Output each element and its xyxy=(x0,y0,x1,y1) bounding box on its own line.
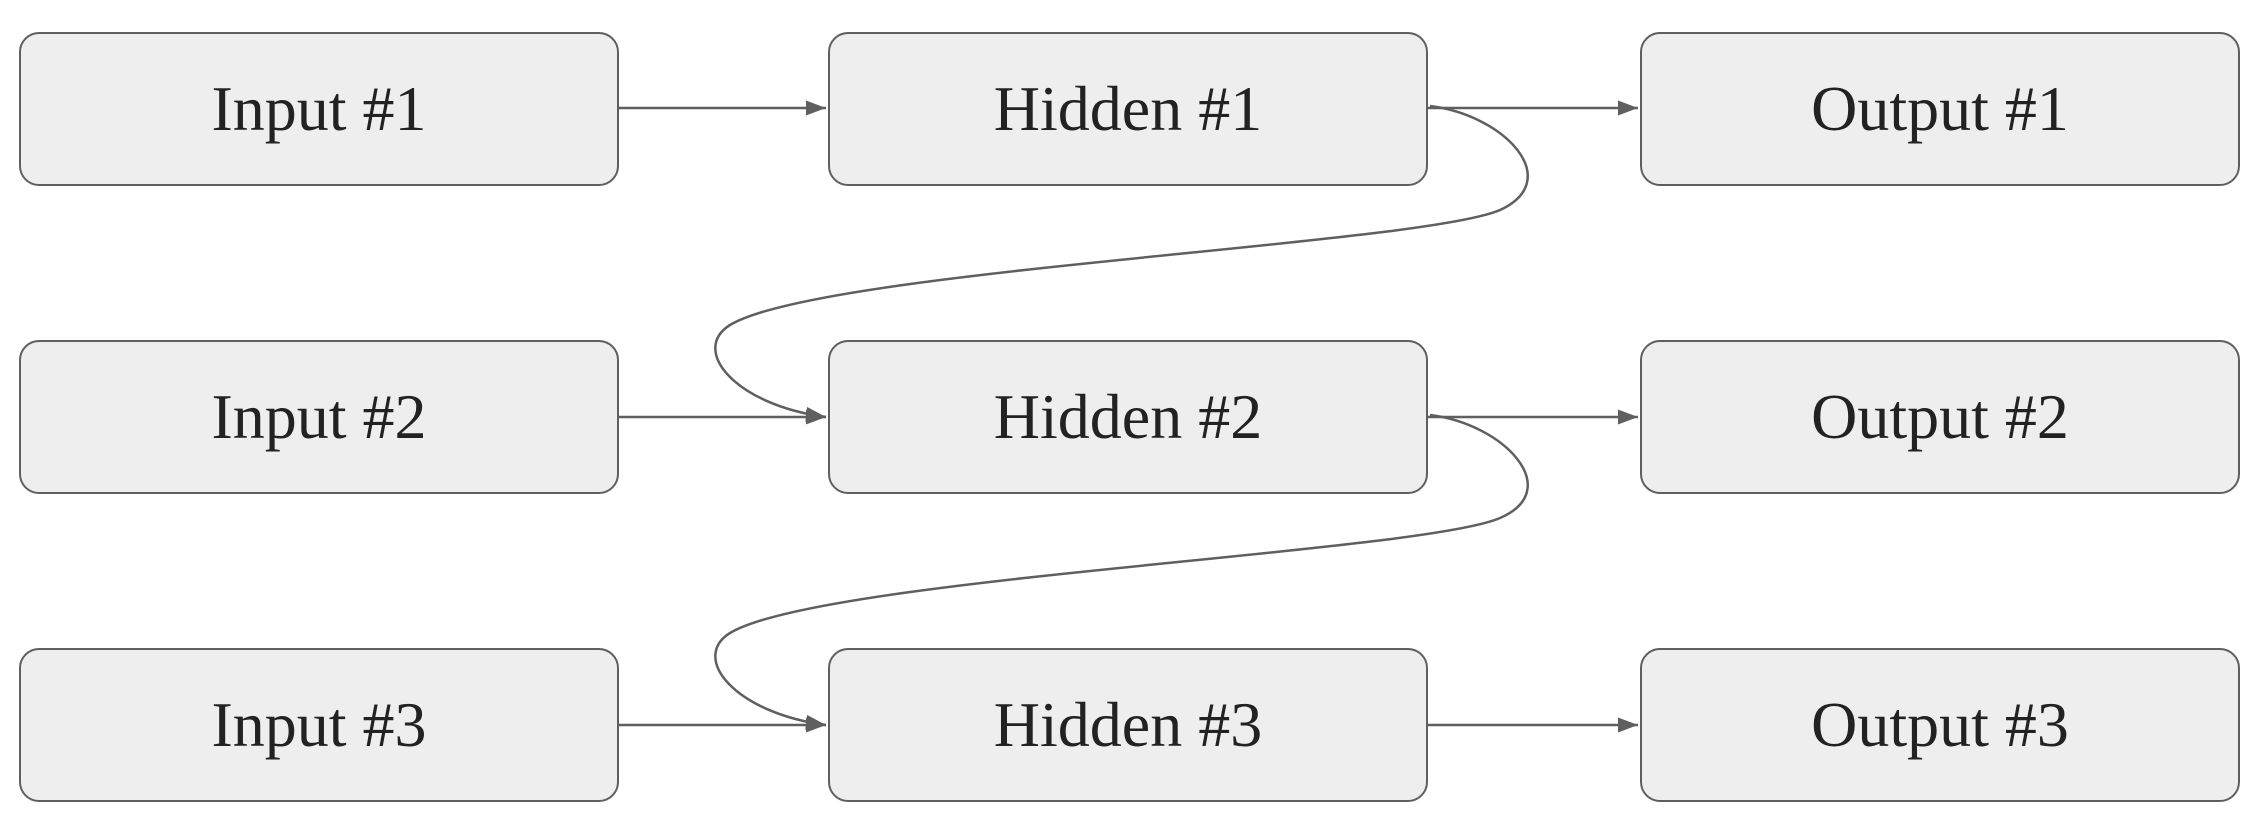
output-node-3-label: Output #3 xyxy=(1811,689,2069,760)
edge-hidden-1-to-hidden-2 xyxy=(714,104,1529,422)
output-node-2: Output #2 xyxy=(1640,340,2240,494)
hidden-node-1: Hidden #1 xyxy=(828,32,1428,186)
output-node-1-label: Output #1 xyxy=(1811,73,2069,144)
input-node-2: Input #2 xyxy=(19,340,619,494)
edge-hidden-2-to-hidden-3 xyxy=(714,413,1529,730)
input-node-3-label: Input #3 xyxy=(211,689,427,760)
output-node-2-label: Output #2 xyxy=(1811,381,2069,452)
input-node-1: Input #1 xyxy=(19,32,619,186)
hidden-node-3: Hidden #3 xyxy=(828,648,1428,802)
output-node-3: Output #3 xyxy=(1640,648,2240,802)
hidden-node-2-label: Hidden #2 xyxy=(993,381,1263,452)
input-node-3: Input #3 xyxy=(19,648,619,802)
input-node-1-label: Input #1 xyxy=(211,73,427,144)
hidden-node-3-label: Hidden #3 xyxy=(993,689,1263,760)
input-node-2-label: Input #2 xyxy=(211,381,427,452)
hidden-node-1-label: Hidden #1 xyxy=(993,73,1263,144)
output-node-1: Output #1 xyxy=(1640,32,2240,186)
hidden-node-2: Hidden #2 xyxy=(828,340,1428,494)
